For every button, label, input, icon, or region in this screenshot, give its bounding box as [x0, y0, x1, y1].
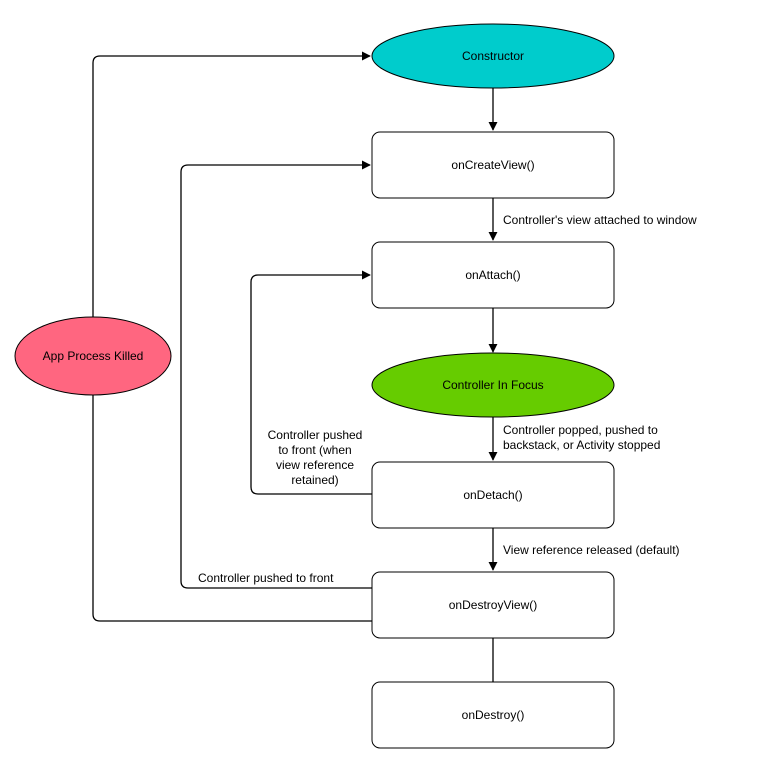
app-process-killed-node: App Process Killed	[14, 316, 172, 396]
constructor-ellipse	[371, 23, 615, 89]
on-destroy-view-label: onDestroyView()	[449, 598, 537, 612]
on-attach-node: onAttach()	[371, 241, 615, 309]
edge-label-view-released: View reference released (default)	[503, 543, 680, 557]
controller-in-focus-ellipse	[371, 352, 615, 418]
edge-destroyview-to-killed	[92, 395, 372, 622]
edge-detach-to-attach-loop	[250, 270, 372, 495]
on-attach-label: onAttach()	[465, 268, 520, 282]
on-detach-label: onDetach()	[463, 488, 522, 502]
edge-label-view-attached: Controller's view attached to window	[503, 213, 697, 227]
on-destroy-box	[371, 681, 615, 749]
edge-label-pushed-retained-line4: retained)	[291, 473, 338, 487]
app-process-killed-ellipse	[14, 316, 172, 396]
edge-label-pushed-front: Controller pushed to front	[198, 571, 334, 585]
controller-in-focus-node: Controller In Focus	[371, 352, 615, 418]
edge-label-pushed-retained-line2: to front (when	[278, 443, 351, 457]
edge-label-pushed-retained-line1: Controller pushed	[268, 428, 363, 442]
constructor-label: Constructor	[462, 49, 524, 63]
on-destroy-view-node: onDestroyView()	[371, 571, 615, 639]
on-destroy-view-box	[371, 571, 615, 639]
on-destroy-label: onDestroy()	[462, 708, 525, 722]
constructor-node: Constructor	[371, 23, 615, 89]
on-destroy-node: onDestroy()	[371, 681, 615, 749]
on-detach-node: onDetach()	[371, 461, 615, 529]
edge-label-pushed-retained-line3: view reference	[276, 458, 354, 472]
edge-destroyview-to-createview-loop	[180, 160, 372, 589]
edge-label-popped-line1: Controller popped, pushed to	[503, 423, 658, 437]
app-process-killed-label: App Process Killed	[43, 349, 144, 363]
controller-in-focus-label: Controller In Focus	[442, 378, 543, 392]
on-attach-box	[371, 241, 615, 309]
on-create-view-node: onCreateView()	[371, 131, 615, 199]
on-detach-box	[371, 461, 615, 529]
on-create-view-box	[371, 131, 615, 199]
on-create-view-label: onCreateView()	[451, 158, 534, 172]
edge-killed-to-constructor	[92, 51, 371, 317]
edge-label-popped-line2: backstack, or Activity stopped	[503, 438, 660, 452]
